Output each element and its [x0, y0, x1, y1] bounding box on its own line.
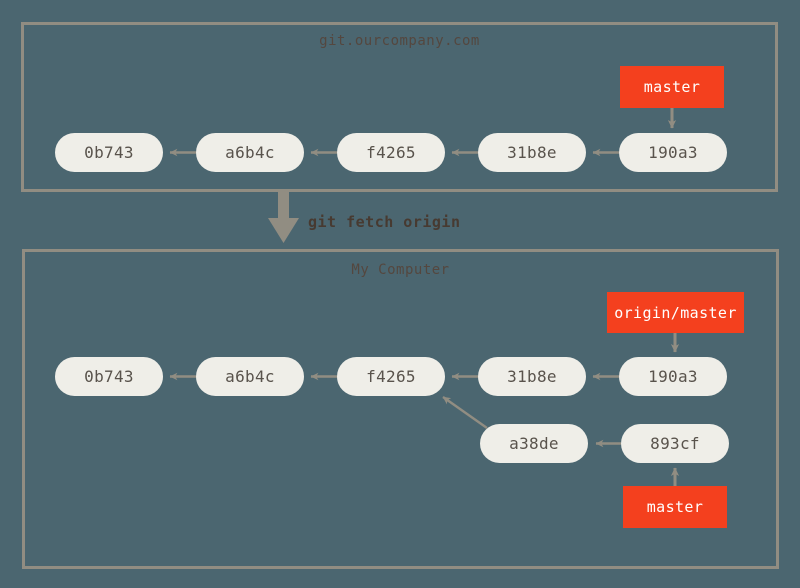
commit-node[interactable]: 190a3 [619, 133, 727, 172]
commit-node[interactable]: 0b743 [55, 133, 163, 172]
commit-node[interactable]: 31b8e [478, 133, 586, 172]
branch-label-master[interactable]: master [620, 66, 724, 108]
commit-node[interactable]: a6b4c [196, 133, 304, 172]
transition-command-label: git fetch origin [308, 213, 461, 231]
panel-remote-server: git.ourcompany.com [21, 22, 778, 192]
panel-remote-title: git.ourcompany.com [319, 33, 480, 49]
panel-local-title: My Computer [351, 262, 450, 278]
commit-node[interactable]: a38de [480, 424, 588, 463]
commit-node[interactable]: 893cf [621, 424, 729, 463]
fetch-arrow [268, 192, 299, 243]
branch-label-origin-master[interactable]: origin/master [607, 292, 744, 333]
panel-my-computer: My Computer [22, 249, 779, 569]
commit-node[interactable]: 0b743 [55, 357, 163, 396]
commit-node[interactable]: 31b8e [478, 357, 586, 396]
commit-node[interactable]: f4265 [337, 133, 445, 172]
commit-node[interactable]: 190a3 [619, 357, 727, 396]
commit-node[interactable]: f4265 [337, 357, 445, 396]
branch-label-master[interactable]: master [623, 486, 727, 528]
commit-node[interactable]: a6b4c [196, 357, 304, 396]
